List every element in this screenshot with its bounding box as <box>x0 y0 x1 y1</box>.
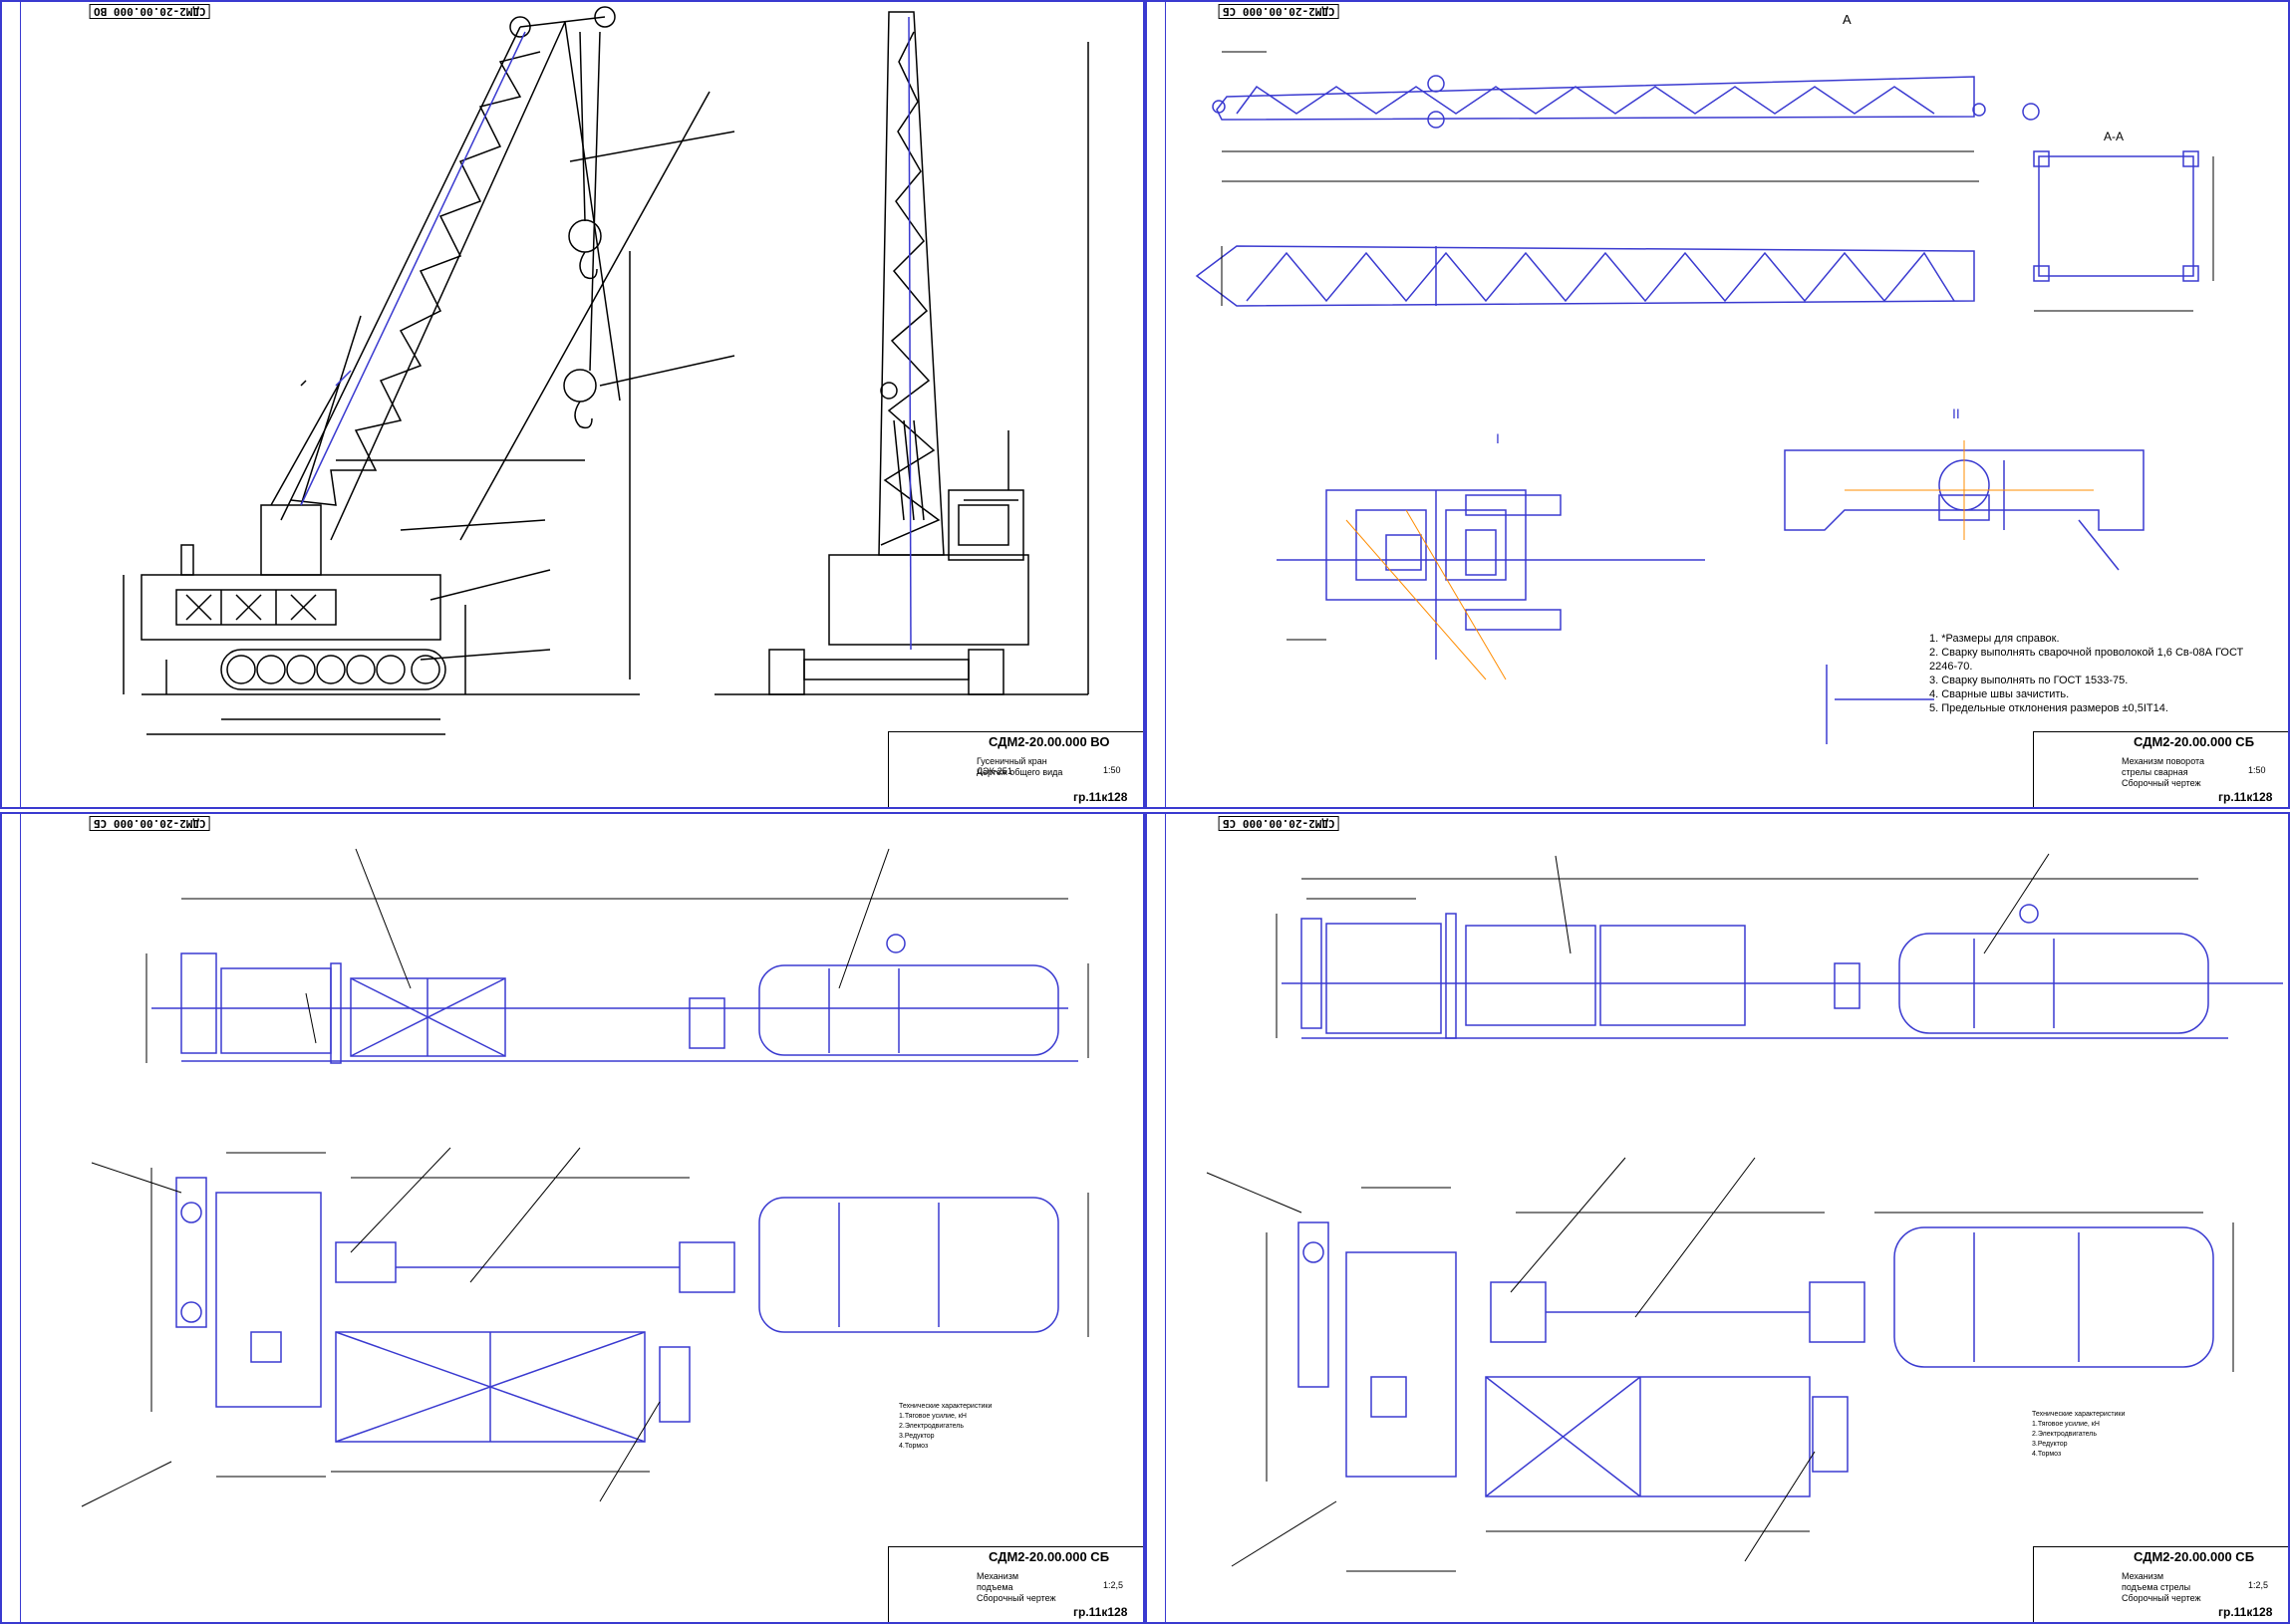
sheet-sidebar <box>2 2 21 807</box>
title-block-title-2: стрелы сварная <box>2122 767 2188 777</box>
title-block-code: СДМ2-20.00.000 СБ <box>2134 1549 2255 1564</box>
title-block: СДМ2-20.00.000 ВО Гусеничный кран ДЭК-25… <box>888 731 1143 807</box>
tech-line: 3.Редуктор <box>2032 1441 2068 1448</box>
note-line: 1. *Размеры для справок. <box>1929 633 2060 645</box>
title-block-title-3: Сборочный чертеж <box>977 1593 1056 1603</box>
tech-line: 4.Тормоз <box>899 1443 929 1450</box>
title-block-title-1: Механизм <box>2122 1571 2164 1581</box>
sheet-sidebar <box>1147 2 1166 807</box>
note-line: 3. Сварку выполнять по ГОСТ 1533-75. <box>1929 675 2129 686</box>
title-block: СДМ2-20.00.000 СБ Механизм подъема стрел… <box>2033 1546 2288 1622</box>
sheet-hoist-mechanism: СДМ2-20.00.000 СБ <box>0 812 1145 1624</box>
title-block-title-2: Чертеж общего вида <box>977 767 1063 777</box>
section-a-label: А <box>1843 12 1852 27</box>
tech-line: 1.Тяговое усилие, кН <box>2032 1421 2100 1428</box>
title-block-group: гр.11к128 <box>1073 790 1128 804</box>
tech-line: Технические характеристики <box>899 1403 993 1410</box>
tech-line: Технические характеристики <box>2032 1411 2126 1418</box>
title-block-code: СДМ2-20.00.000 ВО <box>989 734 1110 749</box>
tech-line: 1.Тяговое усилие, кН <box>899 1413 967 1420</box>
tech-line: 2.Электродвигатель <box>899 1423 964 1430</box>
title-block-scale: 1:50 <box>1103 765 1121 775</box>
sheet-sidebar <box>2 814 21 1622</box>
note-line: 5. Предельные отклонения размеров ±0,5IT… <box>1929 702 2168 714</box>
title-block-title-2: подъема <box>977 1582 1013 1592</box>
sheet-sidebar <box>1147 814 1166 1622</box>
title-block-group: гр.11к128 <box>2218 790 2273 804</box>
title-block-title-1: Механизм <box>977 1571 1019 1581</box>
title-block-group: гр.11к128 <box>1073 1605 1128 1619</box>
section-aa-label: А-А <box>2104 130 2125 143</box>
boom-hoist-drawing <box>1206 853 2283 1621</box>
title-block-title-3: Сборочный чертеж <box>2122 778 2201 788</box>
title-block-code: СДМ2-20.00.000 СБ <box>989 1549 1110 1564</box>
title-block-group: гр.11к128 <box>2218 1605 2273 1619</box>
title-block: СДМ2-20.00.000 СБ Механизм подъема Сборо… <box>888 1546 1143 1622</box>
tech-line: 4.Тормоз <box>2032 1451 2062 1458</box>
tech-characteristics: Технические характеристики 1.Тяговое уси… <box>2032 1410 2151 1460</box>
title-block-scale: 1:2,5 <box>1103 1580 1124 1590</box>
sheet-crane-general-view: СДМ2-20.00.000 ВО <box>0 0 1145 809</box>
note-line: 2. Сварку выполнять сварочной проволокой… <box>1929 647 2244 673</box>
title-block-title-2: подъема стрелы <box>2122 1582 2191 1592</box>
boom-drawing <box>1195 51 2214 744</box>
detail-1-label: I <box>1496 430 1500 446</box>
title-block-title-1: Механизм поворота <box>2122 756 2205 766</box>
title-block: СДМ2-20.00.000 СБ Механизм поворота стре… <box>2033 731 2288 807</box>
sheet-boom-assembly: СДМ2-20.00.000 СБ <box>1145 0 2290 809</box>
track-wheels <box>226 655 440 684</box>
title-block-scale: 1:2,5 <box>2248 1580 2269 1590</box>
hoist-drawing <box>81 848 1089 1507</box>
technical-notes: 1. *Размеры для справок. 2. Сварку выпол… <box>1929 632 2268 715</box>
title-block-scale: 1:50 <box>2248 765 2266 775</box>
detail-2-label: II <box>1952 406 1960 421</box>
title-block-code: СДМ2-20.00.000 СБ <box>2134 734 2255 749</box>
sheet-boom-hoist-mechanism: СДМ2-20.00.000 СБ <box>1145 812 2290 1624</box>
tech-characteristics: Технические характеристики 1.Тяговое уси… <box>899 1402 1018 1452</box>
crane-drawing <box>123 6 1089 735</box>
tech-line: 3.Редуктор <box>899 1433 935 1440</box>
note-line: 4. Сварные швы зачистить. <box>1929 688 2070 700</box>
title-block-title-3: Сборочный чертеж <box>2122 1593 2201 1603</box>
title-block-title-1: Гусеничный кран ДЭК-251 <box>977 756 1047 776</box>
tech-line: 2.Электродвигатель <box>2032 1431 2097 1438</box>
